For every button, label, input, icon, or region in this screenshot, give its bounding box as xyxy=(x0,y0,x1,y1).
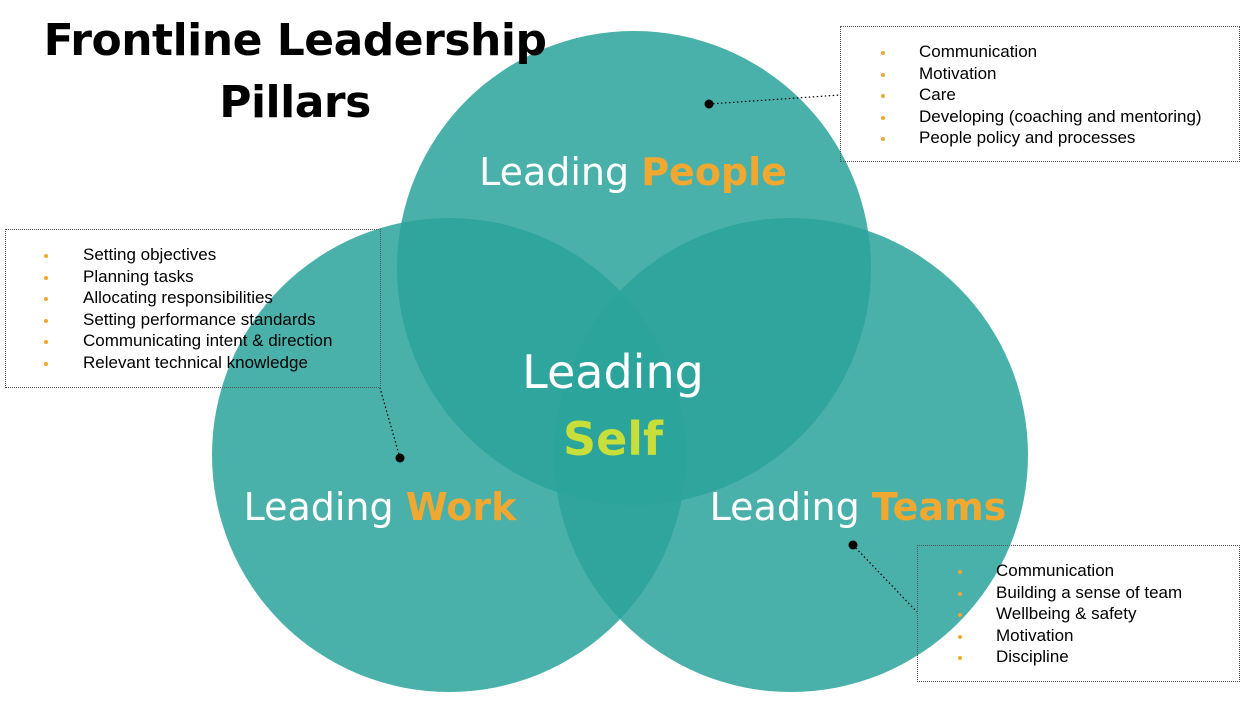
bullet-icon xyxy=(958,613,962,618)
list-item: Discipline xyxy=(958,646,1239,668)
label-leading-work: Leading Work xyxy=(244,485,518,529)
bullet-icon xyxy=(958,656,962,661)
list-item: Building a sense of team xyxy=(958,582,1239,604)
page-title-line2: Pillars xyxy=(219,77,371,128)
connector-dot-teams xyxy=(848,540,858,550)
bullet-icon xyxy=(881,72,885,77)
list-item: Communication xyxy=(958,560,1239,582)
list-item-text: Motivation xyxy=(919,63,997,83)
page-title-line1: Frontline Leadership xyxy=(43,15,547,66)
list-item: Developing (coaching and mentoring) xyxy=(881,106,1239,128)
bullet-icon xyxy=(881,115,885,120)
list-item: Motivation xyxy=(958,625,1239,647)
list-item-text: People policy and processes xyxy=(919,128,1136,148)
list-item: Setting objectives xyxy=(44,244,380,266)
list-item-text: Setting objectives xyxy=(83,245,217,264)
bullet-icon xyxy=(958,634,962,639)
list-item-text: Planning tasks xyxy=(83,266,194,286)
bullet-icon xyxy=(44,361,48,366)
callout-people-list: Communication Motivation Care Developing… xyxy=(841,27,1239,149)
page-title: Frontline Leadership Pillars xyxy=(40,10,550,134)
connector-people xyxy=(708,94,841,105)
list-item-text: Care xyxy=(919,85,956,105)
callout-leading-teams: Communication Building a sense of team W… xyxy=(917,545,1240,682)
bullet-icon xyxy=(881,94,885,99)
list-item: Communication xyxy=(881,41,1239,63)
list-item: Wellbeing & safety xyxy=(958,603,1239,625)
connector-work xyxy=(379,387,401,459)
list-item-text: Setting performance standards xyxy=(83,309,316,329)
list-item: People policy and processes xyxy=(881,127,1239,149)
list-item: Relevant technical knowledge xyxy=(44,352,380,374)
bullet-icon xyxy=(44,318,48,323)
connector-dot-people xyxy=(704,99,714,109)
label-leading-people: Leading People xyxy=(479,150,787,194)
circle-labels: Leading People Leading Work Leading Team… xyxy=(244,150,1007,529)
list-item: Setting performance standards xyxy=(44,309,380,331)
list-item: Allocating responsibilities xyxy=(44,287,380,309)
callout-leading-work: Setting objectives Planning tasks Alloca… xyxy=(5,229,381,388)
list-item-text: Building a sense of team xyxy=(996,582,1183,602)
list-item-text: Developing (coaching and mentoring) xyxy=(919,106,1202,126)
connectors-group xyxy=(379,94,918,613)
list-item: Care xyxy=(881,84,1239,106)
label-leading-self: Leading xyxy=(522,345,704,399)
list-item-text: Communicating intent & direction xyxy=(83,331,333,351)
callout-work-list: Setting objectives Planning tasks Alloca… xyxy=(6,230,380,374)
list-item: Planning tasks xyxy=(44,266,380,288)
bullet-icon xyxy=(958,570,962,574)
list-item-text: Discipline xyxy=(996,647,1069,667)
list-item: Motivation xyxy=(881,63,1239,85)
label-self: Self xyxy=(563,412,664,466)
bullet-icon xyxy=(44,275,48,280)
connector-teams xyxy=(852,544,918,613)
bullet-icon xyxy=(44,340,48,345)
circles-group xyxy=(212,31,1028,692)
list-item-text: Communication xyxy=(919,42,1038,61)
callout-teams-list: Communication Building a sense of team W… xyxy=(918,546,1239,668)
list-item-text: Motivation xyxy=(996,625,1074,645)
bullet-icon xyxy=(958,591,962,596)
connector-dot-work xyxy=(395,453,405,463)
circle-leading-teams xyxy=(554,218,1028,692)
bullet-icon xyxy=(881,51,885,55)
list-item-text: Allocating responsibilities xyxy=(83,288,273,308)
bullet-icon xyxy=(44,297,48,302)
callout-leading-people: Communication Motivation Care Developing… xyxy=(840,26,1240,162)
list-item-text: Wellbeing & safety xyxy=(996,604,1137,624)
list-item-text: Relevant technical knowledge xyxy=(83,352,308,372)
circle-leading-work xyxy=(212,218,686,692)
list-item-text: Communication xyxy=(996,561,1115,580)
list-item: Communicating intent & direction xyxy=(44,330,380,352)
label-leading-teams: Leading Teams xyxy=(710,485,1007,529)
bullet-icon xyxy=(44,254,48,258)
bullet-icon xyxy=(881,137,885,142)
